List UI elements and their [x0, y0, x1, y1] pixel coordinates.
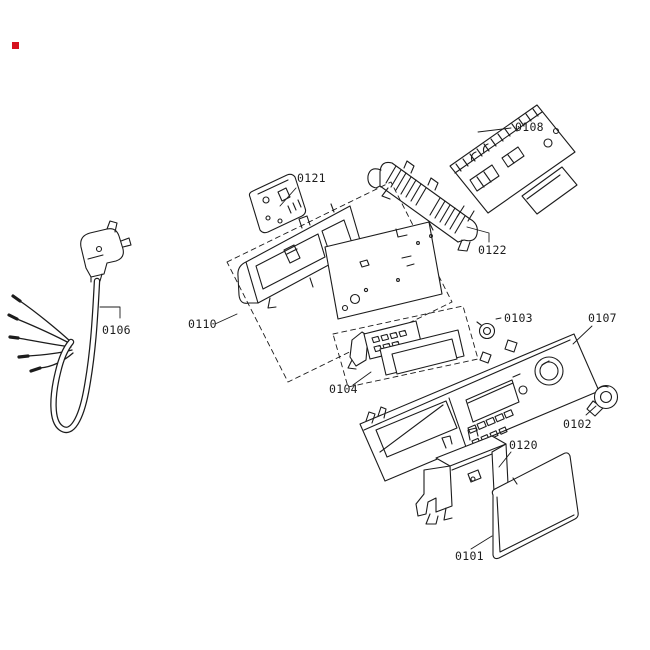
drawing-strokes: [7, 104, 619, 560]
part-label-0110: 0110: [188, 317, 217, 331]
part-label-0108: 0108: [515, 120, 544, 134]
part-0104-display-strip: [347, 320, 465, 376]
leader-lines: [99, 127, 597, 550]
part-label-0106: 0106: [102, 323, 131, 337]
part-label-0102: 0102: [563, 417, 592, 431]
part-0108-control-module: [449, 104, 578, 222]
part-0102-knob: [586, 384, 619, 417]
part-0101-front-panel: [491, 452, 579, 560]
part-0121-module: [248, 173, 307, 234]
part-label-0120: 0120: [509, 438, 538, 452]
red-square-marker: [12, 42, 19, 49]
part-label-0122: 0122: [478, 243, 507, 257]
part-label-0121: 0121: [297, 171, 326, 185]
part-label-0107: 0107: [588, 311, 617, 325]
part-0120-bracket: [415, 427, 509, 525]
part-label-0103: 0103: [504, 311, 533, 325]
part-label-0101: 0101: [455, 549, 484, 563]
part-0110-carrier-assembly: [237, 203, 443, 320]
part-0122-connector-module: [367, 160, 478, 252]
phantom-outline-0110: [226, 181, 453, 383]
part-0107-fascia-panel: [359, 333, 600, 482]
part-0103-cap: [476, 321, 496, 340]
part-label-0104: 0104: [329, 382, 358, 396]
part-0106-power-cord: [7, 220, 132, 434]
